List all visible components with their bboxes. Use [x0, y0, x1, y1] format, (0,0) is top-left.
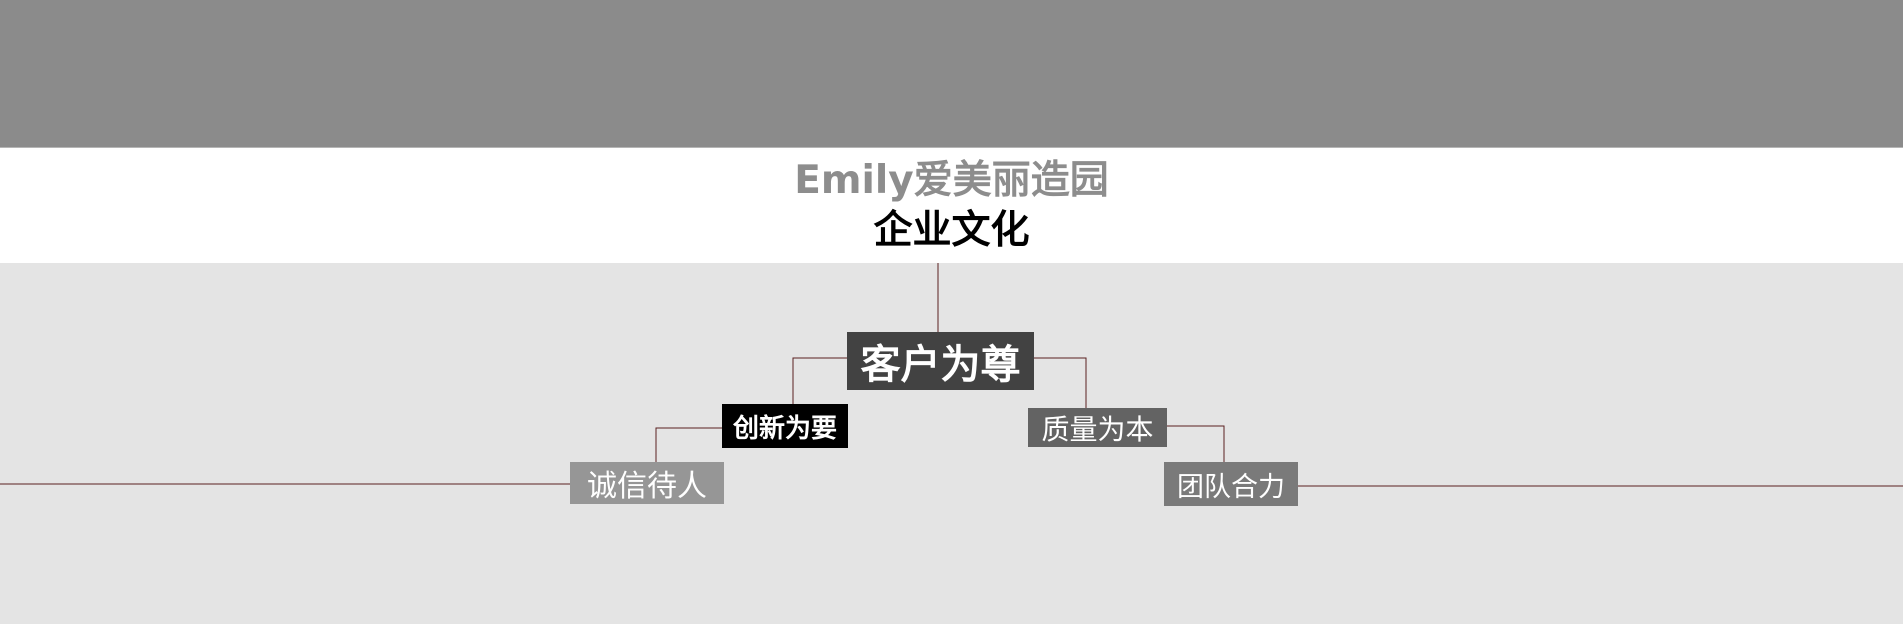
connector-root-innovation [792, 357, 847, 404]
brand-title: Emily爱美丽造园 [794, 158, 1109, 203]
node-innovation: 创新为要 [722, 404, 848, 448]
connector-root-quality [1034, 357, 1087, 408]
node-integrity: 诚信待人 [570, 462, 724, 504]
node-customer-first: 客户为尊 [847, 332, 1034, 390]
node-quality: 质量为本 [1028, 408, 1167, 447]
connector-quality-team [1167, 425, 1225, 462]
connector-innovation-integrity [655, 427, 722, 462]
node-teamwork: 团队合力 [1164, 462, 1298, 506]
top-banner [0, 0, 1903, 148]
section-title: 企业文化 [873, 208, 1030, 253]
title-band [0, 148, 1903, 263]
